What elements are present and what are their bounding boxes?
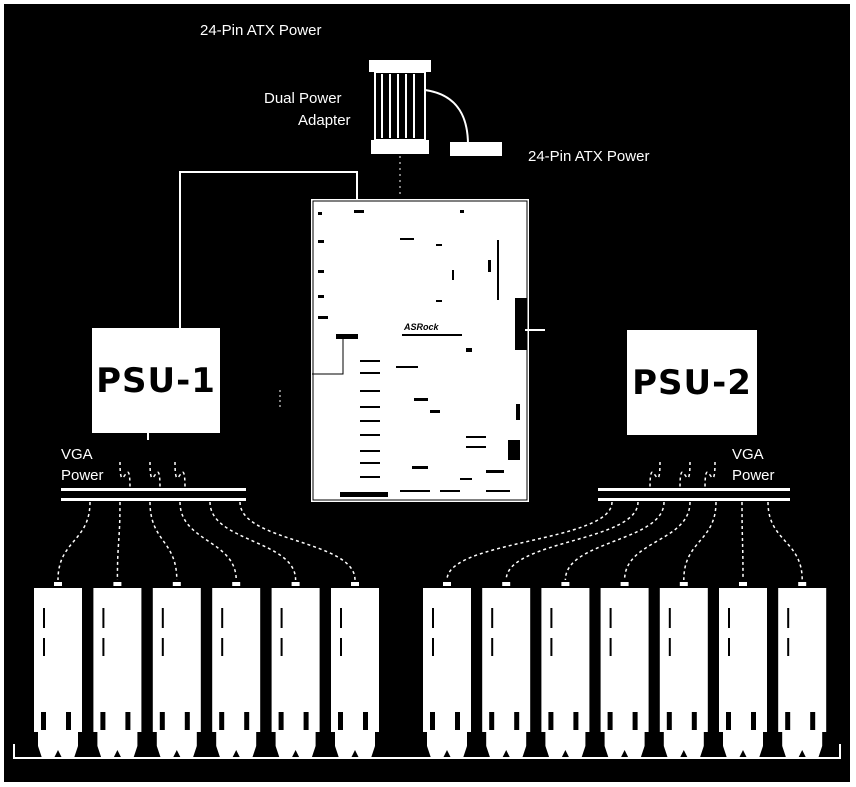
- atx-label-top: 24-Pin ATX Power: [200, 22, 322, 39]
- vga-cable-left-1: [57, 501, 91, 581]
- vga-left-label-line2: Power: [61, 467, 104, 484]
- vga-bundle-left-2: [149, 461, 161, 489]
- gpu-card-right-4: [600, 582, 649, 758]
- gpu-card-left-6: [331, 582, 379, 758]
- vga-rail-left: [61, 488, 246, 501]
- psu1-to-atx-cable: [179, 171, 358, 330]
- gpu-card-right-3: [541, 582, 590, 758]
- gpu-card-left-3: [152, 582, 201, 758]
- vga-bundle-right-3: [704, 461, 716, 489]
- psu-2-box: PSU-2: [627, 330, 757, 435]
- gpu-card-right-5: [659, 582, 708, 758]
- motherboard-brand: ASRock: [403, 322, 440, 332]
- vga-cable-right-5: [683, 501, 717, 581]
- vga-cable-right-4: [623, 501, 691, 581]
- dual-power-adapter: [369, 60, 502, 196]
- gpu-card-left-1: [34, 582, 82, 758]
- vga-rail-right: [598, 488, 790, 501]
- gpu-card-right-2: [482, 582, 531, 758]
- vga-cable-left-2: [116, 501, 121, 581]
- vga-bundle-right-1: [649, 461, 661, 489]
- vga-cable-left-5: [209, 501, 297, 581]
- vga-left-label-line1: VGA: [61, 446, 93, 463]
- gpu-card-left-5: [271, 582, 320, 758]
- vga-cable-left-4: [179, 501, 237, 581]
- vga-cable-right-7: [767, 501, 803, 581]
- vga-cables: [57, 461, 803, 581]
- gpu-card-right-1: [423, 582, 471, 758]
- atx-label-right: 24-Pin ATX Power: [528, 148, 650, 165]
- vga-right-label-line2: Power: [732, 467, 775, 484]
- vga-bundle-left-1: [119, 461, 131, 489]
- vga-bundle-right-2: [679, 461, 691, 489]
- vga-cable-left-3: [149, 501, 178, 581]
- gpu-card-left-4: [212, 582, 261, 758]
- adapter-label-line1: Dual Power: [264, 90, 342, 107]
- vga-cable-left-6: [239, 501, 356, 581]
- vga-cable-right-1: [446, 501, 613, 581]
- gpu-cards: [34, 582, 827, 758]
- riser-base: [13, 744, 841, 759]
- atx-connector-right: [450, 142, 502, 156]
- gpu-card-left-2: [93, 582, 142, 758]
- vga-cable-right-3: [564, 501, 665, 581]
- vga-right-label-line1: VGA: [732, 446, 764, 463]
- psu-1-box: PSU-1: [92, 328, 220, 433]
- vga-cable-right-6: [741, 501, 744, 581]
- gpu-card-right-6: [719, 582, 767, 758]
- vga-cable-right-2: [505, 501, 639, 581]
- gpu-card-right-7: [778, 582, 827, 758]
- adapter-label-line2: Adapter: [298, 112, 351, 129]
- motherboard: ASRock: [311, 199, 545, 502]
- vga-bundle-left-3: [174, 461, 186, 489]
